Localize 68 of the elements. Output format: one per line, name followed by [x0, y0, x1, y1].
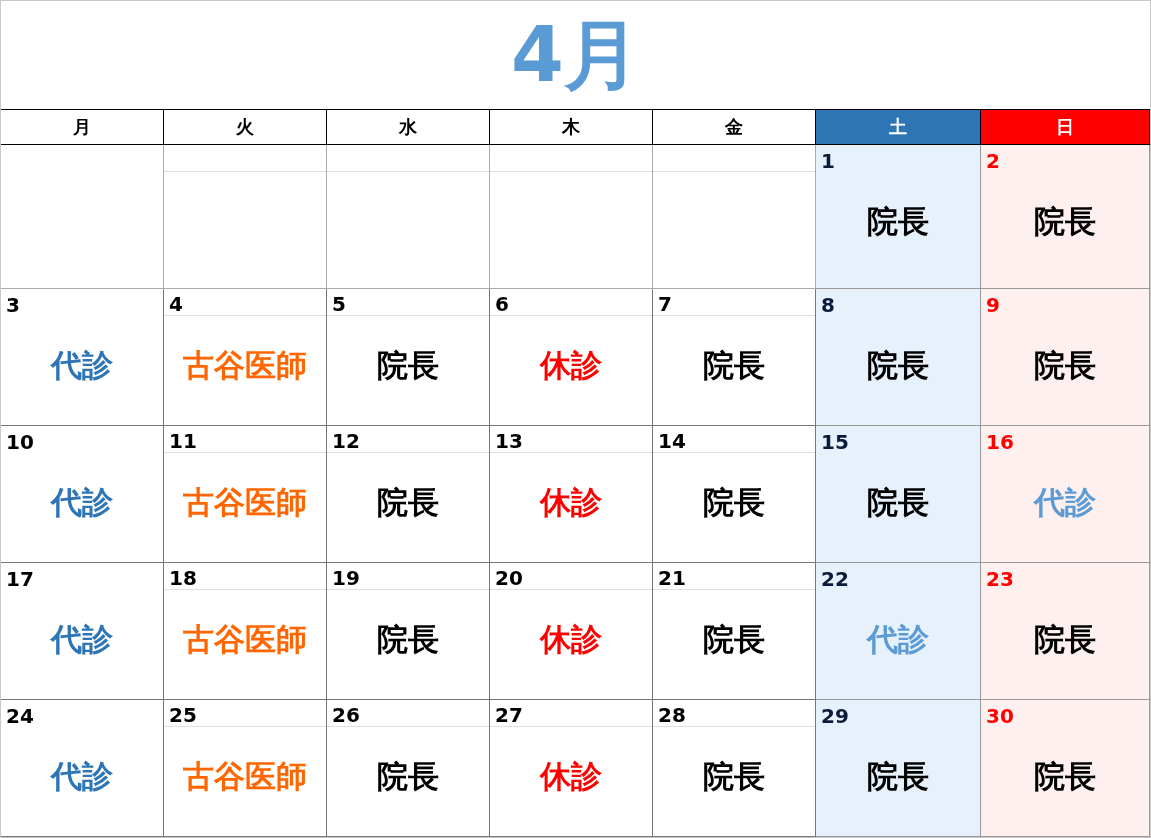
calendar-title: 4月: [511, 17, 640, 93]
day-number: 3: [6, 294, 20, 316]
schedule-entry: 院長: [867, 484, 929, 520]
schedule-entry: 院長: [703, 621, 765, 657]
schedule-entry: 院長: [703, 758, 765, 794]
day-number: 15: [821, 431, 849, 453]
day-number: 27: [495, 704, 523, 726]
day-number: 20: [495, 567, 523, 589]
weekday-header: 金: [653, 110, 816, 145]
schedule-entry: 休診: [540, 758, 602, 794]
schedule-entry: 院長: [1034, 621, 1096, 657]
weekday-header: 火: [164, 110, 327, 145]
schedule-entry: 院長: [377, 484, 439, 520]
weekday-header: 日: [981, 110, 1150, 145]
day-number: 16: [986, 431, 1014, 453]
schedule-entry: 院長: [1034, 203, 1096, 239]
day-number: 7: [658, 293, 672, 315]
day-number: 17: [6, 568, 34, 590]
day-number: 24: [6, 705, 34, 727]
day-number: 14: [658, 430, 686, 452]
day-number: 1: [821, 150, 835, 172]
schedule-entry: 代診: [51, 484, 113, 520]
day-number: 4: [169, 293, 183, 315]
day-number: 28: [658, 704, 686, 726]
day-number: 22: [821, 568, 849, 590]
schedule-entry: 代診: [1034, 484, 1096, 520]
day-number: 10: [6, 431, 34, 453]
schedule-entry: 代診: [51, 758, 113, 794]
schedule-entry: 院長: [703, 484, 765, 520]
weekday-header: 月: [1, 110, 164, 145]
weekday-header: 水: [327, 110, 490, 145]
weekday-header: 木: [490, 110, 653, 145]
weekday-header: 土: [816, 110, 981, 145]
schedule-entry: 古谷医師: [183, 484, 307, 520]
schedule-entry: 代診: [867, 621, 929, 657]
schedule-entry: 院長: [377, 758, 439, 794]
schedule-entry: 院長: [1034, 347, 1096, 383]
day-number: 8: [821, 294, 835, 316]
day-number: 29: [821, 705, 849, 727]
schedule-entry: 院長: [867, 758, 929, 794]
schedule-entry: 院長: [867, 347, 929, 383]
schedule-entry: 休診: [540, 484, 602, 520]
schedule-entry: 古谷医師: [183, 758, 307, 794]
schedule-entry: 古谷医師: [183, 621, 307, 657]
schedule-entry: 院長: [703, 347, 765, 383]
day-number: 2: [986, 150, 1000, 172]
day-number: 25: [169, 704, 197, 726]
schedule-entry: 休診: [540, 347, 602, 383]
day-number: 23: [986, 568, 1014, 590]
day-number: 12: [332, 430, 360, 452]
day-number: 9: [986, 294, 1000, 316]
day-number: 18: [169, 567, 197, 589]
schedule-entry: 休診: [540, 621, 602, 657]
schedule-entry: 古谷医師: [183, 347, 307, 383]
day-number: 30: [986, 705, 1014, 727]
schedule-entry: 院長: [377, 347, 439, 383]
schedule-entry: 院長: [1034, 758, 1096, 794]
schedule-entry: 院長: [867, 203, 929, 239]
day-number: 11: [169, 430, 197, 452]
day-number: 13: [495, 430, 523, 452]
schedule-entry: 院長: [377, 621, 439, 657]
schedule-entry: 代診: [51, 347, 113, 383]
day-number: 5: [332, 293, 346, 315]
day-number: 26: [332, 704, 360, 726]
day-number: 6: [495, 293, 509, 315]
schedule-entry: 代診: [51, 621, 113, 657]
day-number: 21: [658, 567, 686, 589]
day-number: 19: [332, 567, 360, 589]
